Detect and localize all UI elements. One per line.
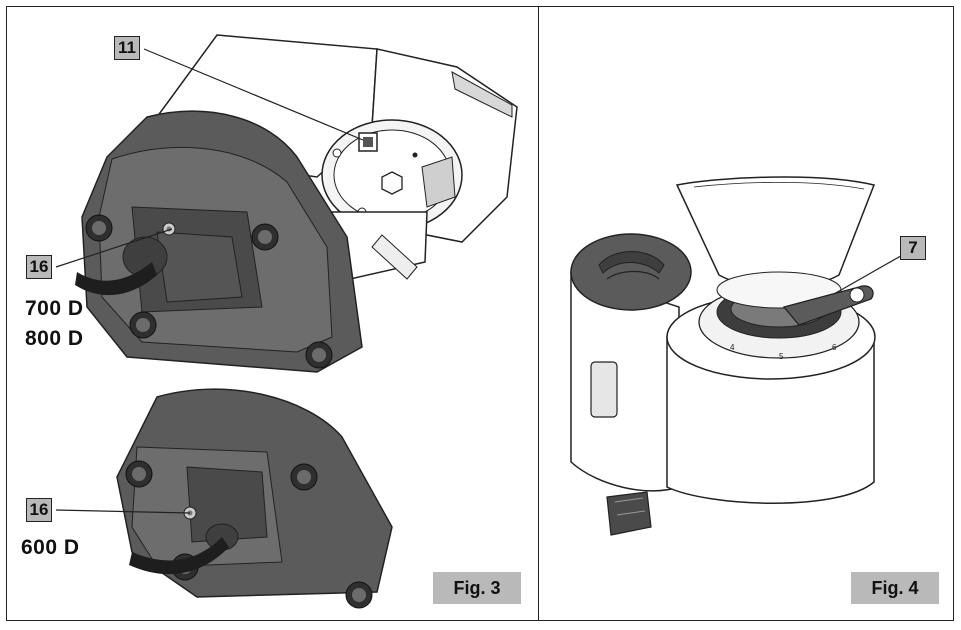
funnel (675, 176, 876, 289)
leader-16-top (55, 228, 173, 268)
fig-3-label: Fig. 3 (433, 572, 521, 604)
fig3-illustration (55, 34, 518, 609)
dial-mark-4: 4 (730, 343, 735, 352)
hex-coupling (381, 171, 403, 195)
figure-4-panel: 4 5 6 7 Fig. 4 (538, 6, 954, 621)
callout-11: 11 (114, 36, 140, 60)
model-label-600d: 600 D (21, 536, 80, 559)
figure-3-panel: 11 16 16 700 D 800 D 600 D Fig. 3 (6, 6, 539, 621)
fig4-illustration: 4 5 6 (570, 176, 914, 536)
callout-7: 7 (900, 236, 926, 260)
model-label-700d: 700 D (25, 297, 84, 320)
leader-16-bottom (55, 509, 191, 514)
callout-16-top: 16 (26, 255, 52, 279)
window (590, 361, 618, 418)
fig-4-label: Fig. 4 (851, 572, 939, 604)
dial-mark-6: 6 (832, 343, 837, 352)
leader-7 (833, 248, 914, 295)
leader-11 (143, 48, 364, 141)
model-label-800d: 800 D (25, 327, 84, 350)
upper-base-plate (156, 231, 243, 303)
dial-mark-5: 5 (779, 352, 784, 361)
callout-16-bottom: 16 (26, 498, 52, 522)
